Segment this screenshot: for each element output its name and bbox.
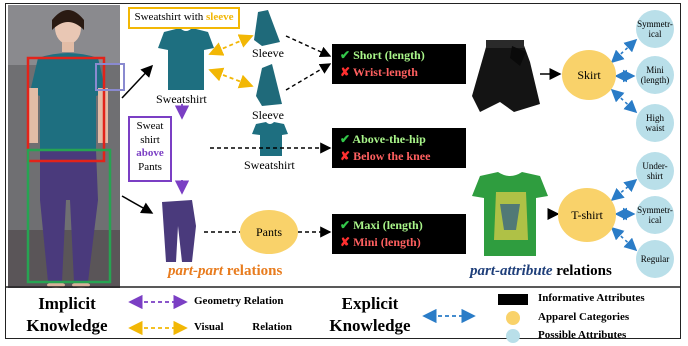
sweatshirt-bbox <box>26 56 106 163</box>
visual-word: Visual <box>194 321 224 333</box>
attr-pos-2: Above-the-hip <box>352 132 426 146</box>
part-part-title: part-part relations <box>168 263 282 280</box>
sweatshirt-with-sleeve-label: Sweatshirt with sleeve <box>128 7 240 29</box>
attr-neg-1: Wrist-length <box>352 65 418 79</box>
informative-legend-label: Informative Attributes <box>538 292 645 304</box>
sweatshirt-image-2 <box>252 122 288 156</box>
tshirt-image <box>472 172 548 256</box>
pants-image <box>162 200 196 262</box>
sleeve-word: sleeve <box>206 11 234 23</box>
part-part-title-rest: relations <box>226 263 283 279</box>
tshirt-attr-2: Symmetr-ical <box>636 196 674 234</box>
implicit-line2: Knowledge <box>26 316 108 335</box>
tshirt-attr-2-label: Symmetr-ical <box>637 205 673 225</box>
attribute-box-1: ✔ Short (length) ✘ Wrist-length <box>332 44 466 84</box>
cross-icon: ✘ <box>340 65 351 79</box>
sweatshirt-image-1 <box>158 28 214 90</box>
sleeve-image-2 <box>256 64 282 106</box>
apparel-swatch <box>506 311 520 325</box>
skirt-attr-2: Mini (length) <box>636 56 674 94</box>
sleeve-bbox <box>95 63 125 91</box>
explicit-line2: Knowledge <box>329 316 411 335</box>
attribute-box-3: ✔ Maxi (length) ✘ Mini (length) <box>332 214 466 254</box>
skirt-attr-1-label: Symmetr-ical <box>637 19 673 39</box>
part-attribute-title-rest: relations <box>556 263 612 279</box>
skirt-attr-3-label: High waist <box>645 113 665 133</box>
attr-pos-1: Short (length) <box>353 48 425 62</box>
pants-node-label: Pants <box>255 224 282 239</box>
relation-word: Relation <box>252 321 293 333</box>
implicit-knowledge-label: Implicit Knowledge <box>12 293 122 337</box>
apparel-legend-label: Apparel Categories <box>538 311 630 323</box>
part-attribute-title-italic: part-attribute <box>470 263 553 279</box>
check-icon: ✔ <box>340 132 351 146</box>
pants-bbox <box>26 148 112 284</box>
check-icon: ✔ <box>340 218 351 232</box>
tshirt-node-label: T-shirt <box>571 207 603 222</box>
cross-icon: ✘ <box>340 235 351 249</box>
sleeve-image-1 <box>254 10 280 46</box>
check-icon: ✔ <box>340 48 351 62</box>
geometry-legend-label: Geometry Relation <box>194 295 284 307</box>
skirt-attr-2-label: Mini (length) <box>640 65 670 85</box>
skirt-attr-3: High waist <box>636 104 674 142</box>
skirt-node: Skirt <box>562 50 616 100</box>
attr-neg-2: Below the knee <box>353 149 431 163</box>
geometry-box-line3: above <box>136 147 164 159</box>
sweatshirt-caption-2: Sweatshirt <box>244 158 295 172</box>
attr-neg-3: Mini (length) <box>353 235 421 249</box>
tshirt-attr-1-label: Under-shirt <box>642 161 668 181</box>
attr-pos-3: Maxi (length) <box>353 218 423 232</box>
implicit-line1: Implicit <box>38 294 96 313</box>
pants-node: Pants <box>240 210 298 254</box>
skirt-attr-1: Symmetr-ical <box>636 10 674 48</box>
sweatshirt-caption-1: Sweatshirt <box>156 92 207 106</box>
part-attribute-title: part-attribute relations <box>470 263 612 280</box>
tshirt-attr-3-label: Regular <box>640 254 670 264</box>
visual-legend-label: Visual Relation <box>194 321 292 333</box>
informative-swatch <box>498 294 528 305</box>
part-part-title-italic: part-part <box>168 263 224 279</box>
tshirt-node: T-shirt <box>558 188 616 242</box>
sleeve-caption-1: Sleeve <box>252 46 284 60</box>
skirt-image <box>472 40 540 112</box>
sleeve-caption-2: Sleeve <box>252 108 284 122</box>
skirt-node-label: Skirt <box>577 67 601 82</box>
explicit-line1: Explicit <box>341 294 399 313</box>
tshirt-attr-1: Under-shirt <box>636 152 674 190</box>
sweatshirt-with-text: Sweatshirt with <box>134 11 204 23</box>
possible-swatch <box>506 329 520 343</box>
cross-icon: ✘ <box>340 149 351 163</box>
geometry-box-line2: shirt <box>140 133 160 146</box>
explicit-knowledge-label: Explicit Knowledge <box>320 293 420 337</box>
geometry-box-line4: Pants <box>138 160 162 173</box>
model-photo <box>8 5 120 288</box>
attribute-box-2: ✔ Above-the-hip ✘ Below the knee <box>332 128 466 168</box>
geometry-relation-box: Sweat shirt above Pants <box>128 116 172 182</box>
geometry-box-line1: Sweat <box>136 120 164 132</box>
tshirt-attr-3: Regular <box>636 240 674 278</box>
possible-legend-label: Possible Attributes <box>538 329 627 341</box>
